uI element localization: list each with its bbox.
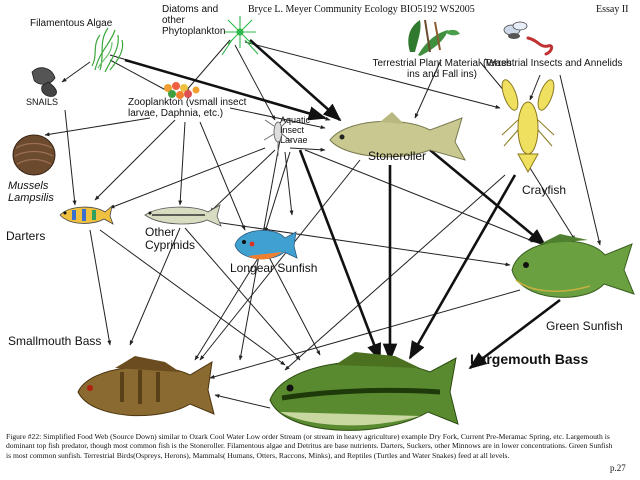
terrestrial-plant-icon: [408, 19, 460, 56]
zooplankton-icon: [164, 82, 200, 99]
label-largemouth-bass: Largemouth Bass: [470, 351, 589, 367]
smallmouth-bass-icon: [77, 356, 215, 417]
label-darters: Darters: [6, 229, 46, 243]
figure-caption: Figure #22: Simplified Food Web (Source …: [6, 432, 613, 460]
aquatic-larva-icon: [263, 117, 293, 156]
diatom-icon: [221, 16, 259, 56]
terrestrial-insect-icon: [503, 21, 554, 56]
label-stoneroller: Stoneroller: [368, 149, 427, 163]
label-zooplankton: Zooplankton (vsmall insect larvae, Daphn…: [128, 97, 247, 119]
author-line: Bryce L. Meyer Community Ecology BIO5192…: [248, 4, 475, 15]
label-longear-sunfish: Longear Sunfish: [230, 261, 318, 275]
label-terrestrial-insects: Terrestrial Insects and Annelids: [484, 58, 623, 69]
essay-label: Essay II: [596, 4, 629, 15]
label-crayfish: Crayfish: [522, 183, 567, 197]
stoneroller-fish-icon: [329, 112, 467, 161]
page-number: p.27: [610, 463, 626, 473]
food-web-links-thick: [124, 39, 561, 370]
filamentous-algae-icon: [91, 27, 124, 73]
label-filamentous-algae: Filamentous Algae: [30, 18, 113, 29]
label-aquatic-insect-larvae: Aquatic Insect Larvae: [280, 115, 311, 145]
crayfish-icon: [501, 79, 555, 174]
label-diatoms: Diatoms and other Phytoplankton: [162, 4, 226, 37]
darter-fish-icon: [59, 204, 114, 225]
label-green-sunfish: Green Sunfish: [546, 319, 623, 333]
mussel-icon: [12, 134, 56, 176]
largemouth-bass-icon: [269, 352, 459, 431]
label-other-cyprinids: Other Cyprinids: [145, 225, 196, 253]
label-smallmouth-bass: Smallmouth Bass: [8, 334, 102, 348]
longear-sunfish-icon: [234, 229, 298, 260]
food-web-links-thin: [44, 39, 601, 409]
label-snails: SNAILS: [26, 97, 59, 107]
label-mussels: Mussels Lampsilis: [8, 180, 54, 205]
label-terrestrial-plant: Terrestrial Plant Material (Wash ins and…: [372, 58, 512, 80]
snail-icon: [31, 67, 57, 97]
cyprinid-fish-icon: [144, 204, 222, 227]
green-sunfish-icon: [511, 234, 635, 298]
